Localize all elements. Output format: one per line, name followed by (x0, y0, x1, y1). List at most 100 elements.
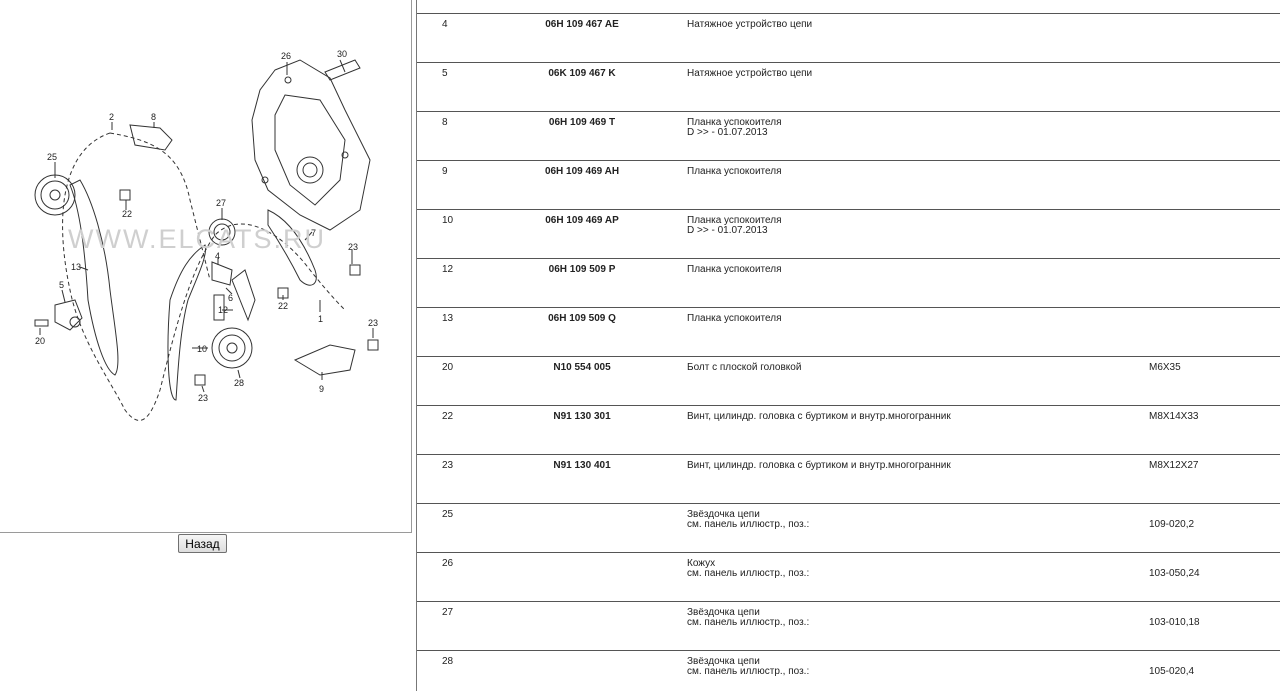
position-number: 27 (442, 607, 454, 618)
part-note: 103-050,24 (1149, 568, 1200, 579)
callout-label: 26 (281, 51, 291, 61)
part-description: Винт, цилиндр. головка с буртиком и внут… (687, 461, 951, 471)
table-row[interactable]: 23 N91 130 401 Винт, цилиндр. головка с бу… (417, 455, 1280, 504)
position-number: 9 (442, 166, 448, 177)
position-number: 10 (442, 215, 454, 226)
back-button[interactable]: Назад (178, 534, 227, 553)
position-number: 5 (442, 68, 448, 79)
table-row[interactable]: 13 06H 109 509 Q Планка успокоителя (417, 308, 1280, 357)
table-row[interactable]: 20 N10 554 005 Болт с плоской головкой M6X3… (417, 357, 1280, 406)
callout-label: 9 (319, 384, 324, 394)
watermark-text: WWW.ELCATS.RU (68, 224, 326, 254)
description-line: Натяжное устройство цепи (687, 68, 813, 79)
part-description: Натяжное устройство цепи (687, 20, 812, 30)
table-top-strip (417, 0, 1280, 14)
part-number[interactable]: N91 130 301 (553, 411, 611, 422)
position-number: 8 (442, 117, 448, 128)
table-row[interactable]: 9 06H 109 469 AH Планка успокоителя (417, 161, 1280, 210)
description-line: см. панель иллюстр., поз.: (687, 666, 810, 677)
callout-label: 22 (122, 209, 132, 219)
callout-label: 20 (35, 336, 45, 346)
description-line: Звёздочка цепи (687, 656, 760, 667)
callout-label: 12 (218, 305, 228, 315)
callout-label: 1 (318, 314, 323, 324)
description-line: Винт, цилиндр. головка с буртиком и внут… (687, 411, 951, 422)
callout-label: 6 (228, 293, 233, 303)
part-number[interactable]: 06H 109 509 Q (548, 313, 616, 324)
position-number: 12 (442, 264, 454, 275)
table-row[interactable]: 5 06K 109 467 K Натяжное устройство цепи (417, 63, 1280, 112)
part-number[interactable]: 06H 109 467 AE (545, 19, 619, 30)
description-line: Планка успокоителя (687, 117, 782, 128)
callout-label: 27 (216, 198, 226, 208)
position-number: 4 (442, 19, 448, 30)
description-line: D >> - 01.07.2013 (687, 225, 768, 236)
position-number: 23 (442, 460, 454, 471)
description-line: Планка успокоителя (687, 313, 782, 324)
callout-label: 7 (311, 228, 316, 238)
part-number[interactable]: 06H 109 469 AH (544, 166, 620, 177)
part-number[interactable]: 06H 109 509 P (548, 264, 616, 275)
part-description: Планка успокоителя (687, 265, 782, 275)
part-description: Планка успокоителя (687, 167, 782, 177)
description-line: см. панель иллюстр., поз.: (687, 568, 810, 579)
callout-label: 30 (337, 49, 347, 59)
position-number: 20 (442, 362, 454, 373)
description-line: Натяжное устройство цепи (687, 19, 813, 30)
description-line: Планка успокоителя (687, 215, 782, 226)
callout-label: 28 (234, 378, 244, 388)
table-row[interactable]: 4 06H 109 467 AE Натяжное устройство цепи (417, 14, 1280, 63)
part-number[interactable]: 06H 109 469 AP (545, 215, 619, 226)
part-number[interactable]: N10 554 005 (553, 362, 611, 373)
part-note: 109-020,2 (1149, 519, 1195, 530)
callout-label: 10 (197, 344, 207, 354)
part-description: Болт с плоской головкой (687, 363, 801, 373)
table-row[interactable]: 12 06H 109 509 P Планка успокоителя (417, 259, 1280, 308)
callout-label: 13 (71, 262, 81, 272)
part-note: M8X14X33 (1149, 411, 1199, 422)
part-number[interactable]: 06K 109 467 K (548, 68, 616, 79)
description-line: Винт, цилиндр. головка с буртиком и внут… (687, 460, 951, 471)
part-number[interactable]: N91 130 401 (553, 460, 611, 471)
position-number: 13 (442, 313, 454, 324)
timing-chain-diagram: WWW.ELCATS.RU 26 30 2 8 25 22 27 4 7 23 … (34, 49, 379, 421)
part-description: Планка успокоителя (687, 314, 782, 324)
part-note: 103-010,18 (1149, 617, 1200, 628)
callout-label: 4 (215, 251, 220, 261)
description-line: см. панель иллюстр., поз.: (687, 617, 810, 628)
description-line: D >> - 01.07.2013 (687, 127, 768, 138)
part-description: Натяжное устройство цепи (687, 69, 812, 79)
part-note: 105-020,4 (1149, 666, 1195, 677)
callout-label: 23 (198, 393, 208, 403)
position-number: 28 (442, 656, 454, 667)
description-line: Звёздочка цепи (687, 509, 760, 520)
callout-label: 8 (151, 112, 156, 122)
part-note: M8X12X27 (1149, 460, 1199, 471)
part-note: M6X35 (1149, 362, 1181, 373)
position-number: 25 (442, 509, 454, 520)
description-line: Болт с плоской головкой (687, 362, 802, 373)
callout-label: 22 (278, 301, 288, 311)
callout-label: 23 (368, 318, 378, 328)
description-line: Звёздочка цепи (687, 607, 760, 618)
part-number[interactable]: 06H 109 469 T (548, 117, 616, 128)
callout-label: 23 (348, 242, 358, 252)
position-number: 26 (442, 558, 454, 569)
description-line: Кожух (687, 558, 716, 569)
callout-label: 2 (109, 112, 114, 122)
callout-label: 5 (59, 280, 64, 290)
